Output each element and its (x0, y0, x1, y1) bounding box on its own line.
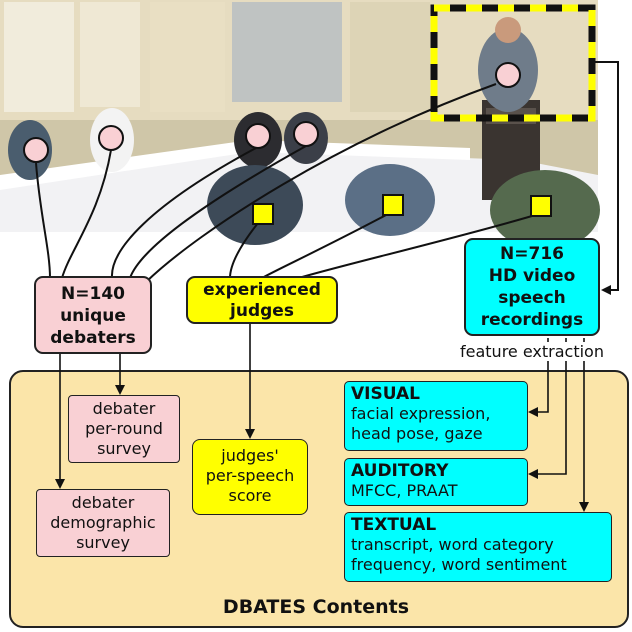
demographic-survey-box: debater demographic survey (36, 489, 170, 557)
demographic-survey-line: debater (71, 493, 135, 512)
debaters-line: debaters (50, 328, 136, 348)
debater-marker (98, 125, 124, 151)
debater-connectors (35, 83, 497, 283)
videos-line: HD video (488, 266, 576, 286)
judge-marker (382, 194, 404, 216)
auditory-feature-box: AUDITORY MFCC, PRAAT (344, 458, 528, 506)
per-round-survey-line: survey (97, 439, 151, 458)
auditory-line: MFCC, PRAAT (351, 481, 458, 500)
debater-arrows (55, 354, 125, 489)
textual-line: transcript, word category (351, 535, 554, 554)
judge-score-line: per-speech (205, 466, 295, 485)
textual-heading: TEXTUAL (351, 515, 437, 535)
demographic-survey-line: survey (76, 533, 130, 552)
judge-marker (252, 203, 274, 225)
debaters-box: N=140 unique debaters (34, 276, 152, 354)
debaters-line: N=140 (61, 284, 125, 304)
judge-marker (530, 195, 552, 217)
per-round-survey-line: per-round (85, 419, 163, 438)
judges-line: judges (230, 301, 294, 321)
demographic-survey-line: demographic (50, 513, 156, 532)
visual-heading: VISUAL (351, 384, 420, 404)
textual-feature-box: TEXTUAL transcript, word category freque… (344, 512, 612, 582)
judges-line: experienced (203, 280, 321, 300)
debater-marker (245, 123, 271, 149)
contents-title: DBATES Contents (222, 596, 410, 618)
per-round-survey-line: debater (92, 399, 156, 418)
visual-line: facial expression, (351, 404, 491, 423)
videos-line: recordings (480, 310, 584, 330)
feature-extraction-label: feature extraction (458, 342, 606, 361)
video-connector (592, 61, 619, 295)
debater-marker (23, 137, 49, 163)
judge-score-line: judges' (221, 446, 279, 465)
visual-line: head pose, gaze (351, 424, 483, 443)
textual-line: frequency, word sentiment (351, 555, 567, 574)
videos-line: N=716 (500, 244, 564, 264)
videos-line: speech (498, 288, 566, 308)
visual-feature-box: VISUAL facial expression, head pose, gaz… (344, 381, 528, 451)
judge-markers (252, 194, 552, 225)
per-round-survey-box: debater per-round survey (68, 395, 180, 463)
feature-arrows (528, 338, 589, 512)
judges-box: experienced judges (186, 276, 338, 324)
debater-markers (23, 62, 521, 163)
judge-score-box: judges' per-speech score (192, 439, 308, 515)
debater-marker (293, 121, 319, 147)
debater-marker (495, 62, 521, 88)
judge-connectors (229, 213, 533, 281)
judge-score-line: score (228, 486, 272, 505)
videos-box: N=716 HD video speech recordings (464, 238, 600, 336)
auditory-heading: AUDITORY (351, 461, 449, 481)
debaters-line: unique (60, 306, 126, 326)
